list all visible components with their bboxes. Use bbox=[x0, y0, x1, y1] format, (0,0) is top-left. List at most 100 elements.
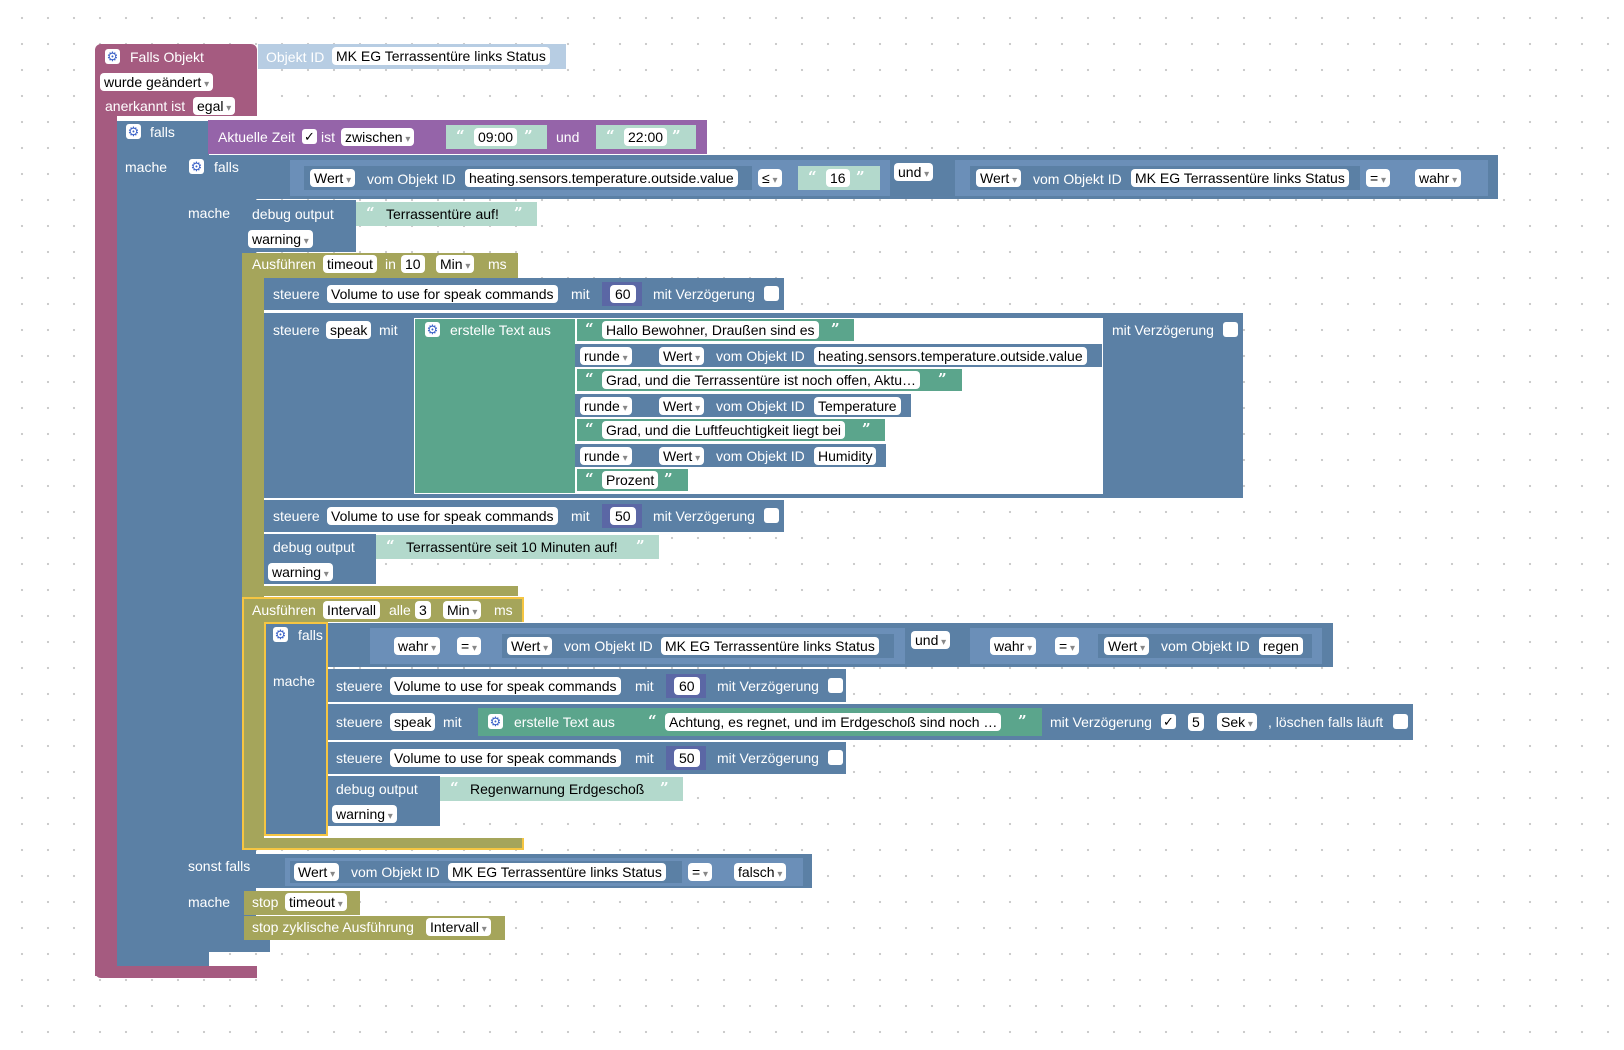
rain-text-field[interactable]: Achtung, es regnet, und im Erdgeschoß si… bbox=[665, 713, 1002, 731]
warning-dropdown[interactable]: warning bbox=[332, 805, 397, 823]
delay-checkbox-checked[interactable]: ✓ bbox=[1161, 714, 1176, 729]
gear-icon[interactable]: ⚙ bbox=[488, 714, 503, 729]
round-object-1-field[interactable]: heating.sensors.temperature.outside.valu… bbox=[814, 347, 1087, 365]
wert-dropdown[interactable]: Wert bbox=[294, 863, 340, 881]
rain-delay-field[interactable]: 5 bbox=[1188, 713, 1204, 731]
and-dropdown[interactable]: und bbox=[894, 163, 934, 181]
gear-icon[interactable]: ⚙ bbox=[425, 322, 440, 337]
interval-value-field[interactable]: 3 bbox=[415, 601, 431, 619]
timeout-name-field[interactable]: timeout bbox=[323, 255, 377, 273]
speak-object-field[interactable]: speak bbox=[390, 713, 436, 731]
time-checkbox[interactable]: ✓ bbox=[302, 129, 317, 144]
volume-high-field[interactable]: 60 bbox=[610, 285, 636, 303]
warning-dropdown[interactable]: warning bbox=[248, 230, 313, 248]
vom-objekt-label: vom Objekt ID bbox=[1161, 638, 1250, 654]
cond1-object-b-field[interactable]: MK EG Terrassentüre links Status bbox=[1131, 169, 1349, 187]
mit-label: mit bbox=[635, 750, 654, 766]
volume-low-field[interactable]: 50 bbox=[674, 749, 700, 767]
debug-output-label: debug output bbox=[336, 781, 418, 797]
gear-icon[interactable]: ⚙ bbox=[189, 159, 204, 174]
rain-unit-dropdown[interactable]: Sek bbox=[1217, 713, 1257, 731]
timeout-value-field[interactable]: 10 bbox=[401, 255, 425, 273]
delay-checkbox[interactable] bbox=[764, 286, 779, 301]
trigger-object-field[interactable]: MK EG Terrassentüre links Status bbox=[332, 47, 550, 65]
runde-dropdown[interactable]: runde bbox=[580, 397, 632, 415]
runde-dropdown[interactable]: runde bbox=[580, 347, 632, 365]
volume-object-field[interactable]: Volume to use for speak commands bbox=[390, 749, 621, 767]
round-object-2-field[interactable]: Temperature bbox=[814, 397, 901, 415]
debug2-text[interactable]: Terrassentüre seit 10 Minuten auf! bbox=[406, 539, 618, 555]
debug1-text[interactable]: Terrassentüre auf! bbox=[386, 206, 499, 222]
volume-object-field[interactable]: Volume to use for speak commands bbox=[327, 285, 558, 303]
if-rain-block[interactable] bbox=[264, 622, 328, 836]
vom-objekt-label: vom Objekt ID bbox=[716, 448, 805, 464]
trigger-changed-dropdown[interactable]: wurde geändert bbox=[100, 73, 214, 91]
text-2-field[interactable]: Grad, und die Terrassentüre ist noch off… bbox=[602, 371, 920, 389]
warning-dropdown[interactable]: warning bbox=[268, 563, 333, 581]
close-quote-icon: ” bbox=[514, 204, 523, 222]
cond2-op-b-dropdown[interactable]: = bbox=[1055, 637, 1079, 655]
cond1-value-a-field[interactable]: 16 bbox=[826, 169, 850, 187]
steuere-label: steuere bbox=[336, 714, 383, 730]
delay-checkbox[interactable] bbox=[828, 678, 843, 693]
wert-dropdown[interactable]: Wert bbox=[976, 169, 1022, 187]
speak-object-field[interactable]: speak bbox=[326, 321, 372, 339]
debug3-text-block[interactable] bbox=[440, 777, 683, 801]
volume-high-field[interactable]: 60 bbox=[674, 677, 700, 695]
elseif-op-dropdown[interactable]: = bbox=[688, 863, 712, 881]
interval-name-field[interactable]: Intervall bbox=[323, 601, 381, 619]
cond2-a-dropdown[interactable]: wahr bbox=[394, 637, 441, 655]
wert-dropdown[interactable]: Wert bbox=[659, 447, 705, 465]
open-quote-icon: “ bbox=[366, 204, 375, 222]
gear-icon[interactable]: ⚙ bbox=[126, 124, 141, 139]
wert-dropdown[interactable]: Wert bbox=[1104, 637, 1150, 655]
elseif-object-field[interactable]: MK EG Terrassentüre links Status bbox=[448, 863, 666, 881]
elseif-value-dropdown[interactable]: falsch bbox=[734, 863, 787, 881]
cond2-object-b-field[interactable]: regen bbox=[1259, 637, 1303, 655]
debug2-text-block[interactable] bbox=[376, 535, 659, 559]
gear-icon[interactable]: ⚙ bbox=[105, 49, 120, 64]
wert-dropdown[interactable]: Wert bbox=[659, 347, 705, 365]
time-to-field[interactable]: 22:00 bbox=[624, 128, 668, 146]
cond1-object-a-field[interactable]: heating.sensors.temperature.outside.valu… bbox=[465, 169, 738, 187]
cond1-op-b-dropdown[interactable]: = bbox=[1366, 169, 1390, 187]
text-1-field[interactable]: Hallo Bewohner, Draußen sind es bbox=[602, 321, 819, 339]
cond2-op-a-dropdown[interactable]: = bbox=[457, 637, 481, 655]
interval-unit-dropdown[interactable]: Min bbox=[443, 601, 482, 619]
stop-timeout-dropdown[interactable]: timeout bbox=[285, 893, 347, 911]
debug3-text[interactable]: Regenwarnung Erdgeschoß bbox=[470, 781, 645, 797]
round-object-3-field[interactable]: Humidity bbox=[814, 447, 877, 465]
cancel-if-running-checkbox[interactable] bbox=[1393, 714, 1408, 729]
text-join-block[interactable] bbox=[415, 319, 575, 493]
delay-checkbox[interactable] bbox=[828, 750, 843, 765]
cond1-value-b-dropdown[interactable]: wahr bbox=[1415, 169, 1462, 187]
cond2-object-a-field[interactable]: MK EG Terrassentüre links Status bbox=[661, 637, 879, 655]
timeout-unit-dropdown[interactable]: Min bbox=[436, 255, 475, 273]
volume-low-field[interactable]: 50 bbox=[610, 507, 636, 525]
mache-label: mache bbox=[273, 673, 316, 689]
runde-dropdown[interactable]: runde bbox=[580, 447, 632, 465]
delay-checkbox[interactable] bbox=[764, 508, 779, 523]
steuere-label: steuere bbox=[336, 678, 383, 694]
wert-dropdown[interactable]: Wert bbox=[507, 637, 553, 655]
volume-object-field[interactable]: Volume to use for speak commands bbox=[327, 507, 558, 525]
vom-objekt-label: vom Objekt ID bbox=[716, 398, 805, 414]
wert-dropdown[interactable]: Wert bbox=[659, 397, 705, 415]
cond2-b-dropdown[interactable]: wahr bbox=[990, 637, 1037, 655]
gear-icon[interactable]: ⚙ bbox=[273, 627, 288, 642]
time-from-field[interactable]: 09:00 bbox=[474, 128, 518, 146]
steuere-label: steuere bbox=[273, 286, 320, 302]
and-dropdown[interactable]: und bbox=[911, 631, 951, 649]
time-op-dropdown[interactable]: zwischen bbox=[341, 128, 415, 146]
text-3-field[interactable]: Grad, und die Luftfeuchtigkeit liegt bei bbox=[602, 421, 846, 439]
loeschen-label: , löschen falls läuft bbox=[1268, 714, 1384, 730]
ack-dropdown[interactable]: egal bbox=[193, 97, 236, 115]
wert-dropdown[interactable]: Wert bbox=[310, 169, 356, 187]
volume-object-field[interactable]: Volume to use for speak commands bbox=[390, 677, 621, 695]
cond1-op-a-dropdown[interactable]: ≤ bbox=[758, 169, 782, 187]
delay-checkbox[interactable] bbox=[1223, 322, 1238, 337]
text-4-field[interactable]: Prozent bbox=[602, 471, 659, 489]
round-item-3[interactable] bbox=[575, 444, 886, 467]
debug1-text-block[interactable] bbox=[356, 202, 537, 226]
stop-interval-dropdown[interactable]: Intervall bbox=[426, 918, 491, 936]
